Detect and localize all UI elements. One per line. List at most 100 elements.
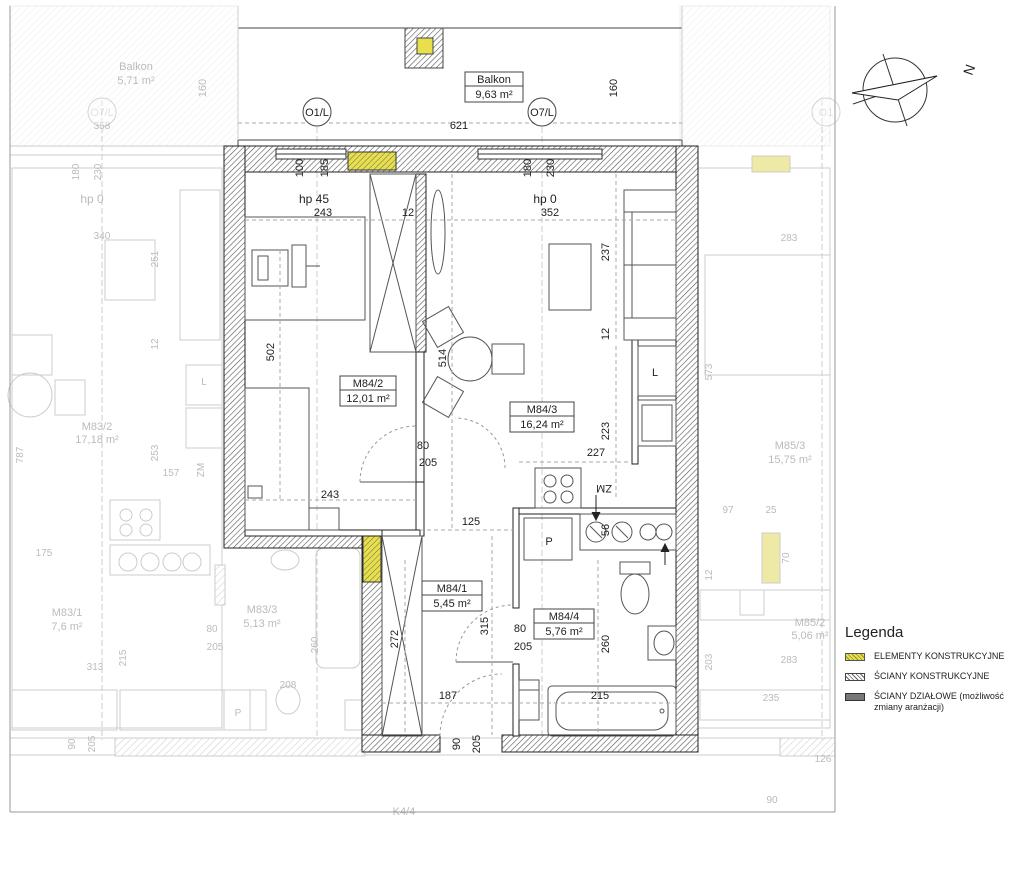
legend: Legenda ELEMENTY KONSTRUKCYJNE ŚCIANY KO…	[845, 624, 1020, 722]
neighbor-plan-left	[7, 5, 835, 757]
ghost-dim: 80	[206, 624, 218, 635]
structural-walls	[223, 145, 699, 753]
ghost-dim: 230	[93, 163, 104, 180]
legend-item-partition-walls: ŚCIANY DZIAŁOWE (możliwość zmiany aranża…	[845, 691, 1020, 713]
ghost-dim: 358	[94, 121, 111, 132]
level-label: hp 0	[533, 192, 557, 206]
room-area: 9,63 m²	[475, 89, 513, 101]
legend-item-label: ŚCIANY DZIAŁOWE (możliwość zmiany aranża…	[874, 691, 1004, 712]
neighbor-label: M85/2	[795, 617, 826, 629]
dim: 621	[450, 120, 468, 132]
svg-text:O7/L: O7/L	[530, 107, 554, 119]
dim: 160	[197, 79, 209, 97]
room-id: M84/3	[527, 404, 558, 416]
ghost-dim: 180	[71, 163, 82, 180]
balcony	[237, 6, 683, 147]
ghost-dim: 12	[150, 338, 161, 350]
ghost-dim: 175	[36, 548, 53, 559]
ghost-dim: 205	[207, 642, 224, 653]
room-label-m84-3: M84/3 16,24 m²	[509, 401, 575, 433]
room-area: 5,45 m²	[433, 598, 471, 610]
ghost-dim: ZM	[196, 463, 207, 477]
structural-wall-swatch	[845, 673, 865, 681]
ghost-dim: 573	[704, 363, 715, 380]
dim: 223	[600, 422, 612, 440]
neighbor-label: 5,06 m²	[791, 630, 829, 642]
dimension-labels: 621 160 160 100 185 180 230 243 12 352 5…	[197, 79, 658, 753]
neighbor-room-labels: Balkon 5,71 m² M83/2 17,18 m² M83/1 7,6 …	[51, 61, 829, 818]
dim: 260	[600, 635, 612, 653]
ghost-dim: 253	[150, 444, 161, 461]
dim: 237	[600, 243, 612, 261]
axis-markers: O1/L O7/L O7/L O1	[87, 97, 841, 127]
dim: 185	[319, 159, 331, 177]
legend-item-structural-walls: ŚCIANY KONSTRUKCYJNE	[845, 671, 1020, 682]
legend-item-structural-elements: ELEMENTY KONSTRUKCYJNE	[845, 651, 1020, 662]
ghost-dim: 205	[87, 735, 98, 752]
dim: 80	[417, 440, 429, 452]
dimension-lines	[238, 122, 682, 735]
room-area: 12,01 m²	[346, 393, 390, 405]
axis-marker-o7l-b: O7/L	[87, 97, 117, 127]
neighbor-label: 5,71 m²	[117, 75, 155, 87]
dim: 272	[389, 630, 401, 648]
level-label: hp 45	[299, 192, 329, 206]
neighbor-plan-right	[679, 5, 836, 757]
dim: 215	[591, 690, 609, 702]
ghost-dim: 208	[280, 680, 297, 691]
structural-element-swatch	[845, 653, 865, 661]
dim: 315	[479, 617, 491, 635]
dim: 227	[587, 447, 605, 459]
partition-wall-swatch	[845, 693, 865, 701]
neighbor-label: 5,13 m²	[243, 618, 281, 630]
neighbor-label: 7,6 m²	[51, 621, 83, 633]
ghost-dim: P	[235, 708, 242, 719]
ghost-dim: 283	[781, 233, 798, 244]
ghost-dim: 283	[781, 655, 798, 666]
neighbor-label: 15,75 m²	[768, 454, 812, 466]
ghost-dim: 12	[704, 569, 715, 581]
dim: 12	[402, 207, 414, 219]
ghost-dim: 126	[815, 754, 832, 765]
ghost-dim: L	[201, 377, 207, 388]
dim: 205	[419, 457, 437, 469]
legend-title: Legenda	[845, 624, 904, 641]
levels: hp 45 hp 0 hp 0	[80, 192, 557, 206]
dim: 230	[545, 159, 557, 177]
room-label-m84-2: M84/2 12,01 m²	[339, 375, 397, 407]
furniture	[244, 173, 677, 737]
dim: 243	[321, 489, 339, 501]
ghost-dim: 157	[163, 468, 180, 479]
dim: 502	[265, 343, 277, 361]
north-label: N	[960, 62, 978, 77]
neighbor-label: M85/3	[775, 440, 806, 452]
room-area: 16,24 m²	[520, 419, 564, 431]
dim: 205	[514, 641, 532, 653]
ghost-dim: 90	[67, 738, 78, 750]
ghost-dim: 70	[781, 552, 792, 564]
neighbor-label: M83/3	[247, 604, 278, 616]
dim: 125	[462, 516, 480, 528]
room-id: M84/1	[437, 583, 468, 595]
ghost-dim: 203	[704, 653, 715, 670]
ghost-dim: 90	[766, 795, 778, 806]
l-label: L	[652, 367, 658, 379]
legend-item-label: ELEMENTY KONSTRUKCYJNE	[874, 651, 1005, 661]
ghost-dim: 215	[118, 649, 129, 666]
dim: 187	[439, 690, 457, 702]
north-arrow: N	[851, 53, 978, 127]
svg-text:O1/L: O1/L	[305, 107, 329, 119]
ghost-dim: 235	[763, 693, 780, 704]
ghost-dim: 313	[87, 662, 104, 673]
neighbor-label: 17,18 m²	[75, 434, 119, 446]
p-label: P	[545, 536, 552, 548]
room-id: M84/2	[353, 378, 384, 390]
axis-marker-o1: O1	[811, 97, 841, 127]
room-labels: M84/2 12,01 m² M84/3 16,24 m² M84/1 5,45…	[339, 71, 595, 640]
axis-marker-o7l-a: O7/L	[527, 97, 557, 127]
legend-item-label: ŚCIANY KONSTRUKCYJNE	[874, 671, 990, 681]
dim: 514	[437, 349, 449, 367]
dim: 56	[600, 524, 612, 536]
dim: 160	[608, 79, 620, 97]
level-label: hp 0	[80, 192, 104, 206]
